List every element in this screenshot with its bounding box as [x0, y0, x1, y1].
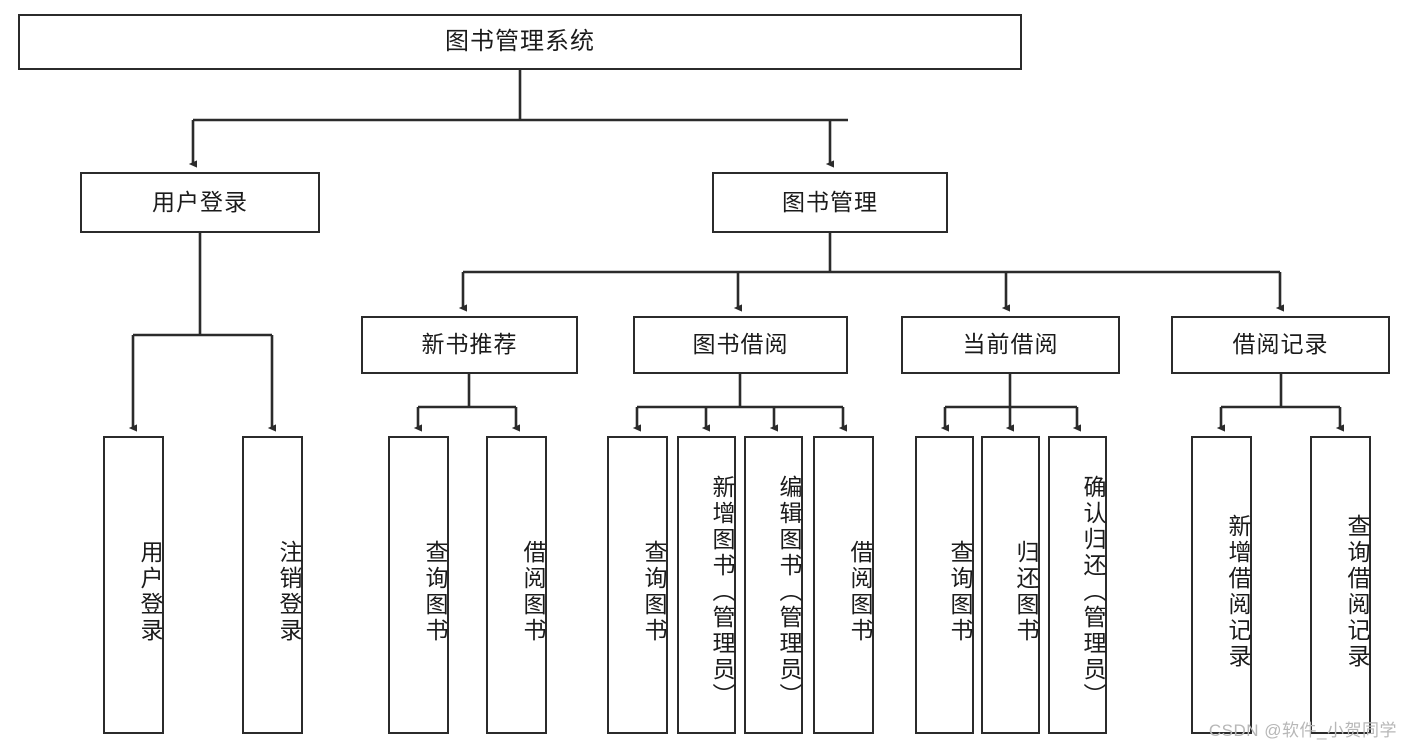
leaf-user-login-login[interactable]: 用户登录 [103, 436, 164, 734]
node-current-borrow[interactable]: 当前借阅 [901, 316, 1120, 374]
node-label: 新书推荐 [421, 331, 518, 358]
leaf-borrow-query-book[interactable]: 查询图书 [607, 436, 668, 734]
leaf-borrow-borrow-book[interactable]: 借阅图书 [813, 436, 874, 734]
node-label: 用户登录 [152, 188, 248, 215]
node-borrow-record[interactable]: 借阅记录 [1171, 316, 1390, 374]
node-label: 编辑图书（管理员） [776, 475, 802, 709]
leaf-current-return-book[interactable]: 归还图书 [981, 436, 1040, 734]
leaf-current-confirm-return-admin[interactable]: 确认归还（管理员） [1048, 436, 1107, 734]
leaf-user-login-logout[interactable]: 注销登录 [242, 436, 303, 734]
node-label: 注销登录 [276, 540, 302, 644]
leaf-record-query-record[interactable]: 查询借阅记录 [1310, 436, 1371, 734]
leaf-borrow-add-book-admin[interactable]: 新增图书（管理员） [677, 436, 736, 734]
node-label: 图书借阅 [692, 331, 789, 358]
node-label: 图书管理 [782, 188, 878, 215]
node-label: 借阅记录 [1232, 331, 1329, 358]
node-label: 当前借阅 [962, 331, 1059, 358]
node-label: 归还图书 [1013, 540, 1039, 644]
leaf-current-query-book[interactable]: 查询图书 [915, 436, 974, 734]
leaf-new-book-borrow[interactable]: 借阅图书 [486, 436, 547, 734]
leaf-record-add-record[interactable]: 新增借阅记录 [1191, 436, 1252, 734]
leaf-new-book-query[interactable]: 查询图书 [388, 436, 449, 734]
node-label: 查询图书 [947, 540, 973, 644]
node-label: 借阅图书 [847, 540, 873, 644]
node-label: 新增图书（管理员） [709, 475, 735, 709]
node-book-management[interactable]: 图书管理 [712, 172, 948, 233]
edges [128, 70, 1345, 432]
csdn-watermark: CSDN @软件_小贺同学 [1208, 721, 1397, 740]
node-label: 用户登录 [137, 540, 163, 644]
node-label: 查询图书 [641, 540, 667, 644]
node-label: 借阅图书 [520, 540, 546, 644]
node-new-book-recommend[interactable]: 新书推荐 [361, 316, 578, 374]
leaf-borrow-edit-book-admin[interactable]: 编辑图书（管理员） [744, 436, 803, 734]
node-label: 新增借阅记录 [1225, 514, 1251, 670]
node-root-system[interactable]: 图书管理系统 [18, 14, 1022, 70]
node-user-login[interactable]: 用户登录 [80, 172, 320, 233]
node-label: 图书管理系统 [445, 27, 595, 55]
node-book-borrow[interactable]: 图书借阅 [633, 316, 848, 374]
node-label: 确认归还（管理员） [1080, 475, 1106, 709]
node-label: 查询借阅记录 [1344, 514, 1370, 670]
node-label: 查询图书 [422, 540, 448, 644]
